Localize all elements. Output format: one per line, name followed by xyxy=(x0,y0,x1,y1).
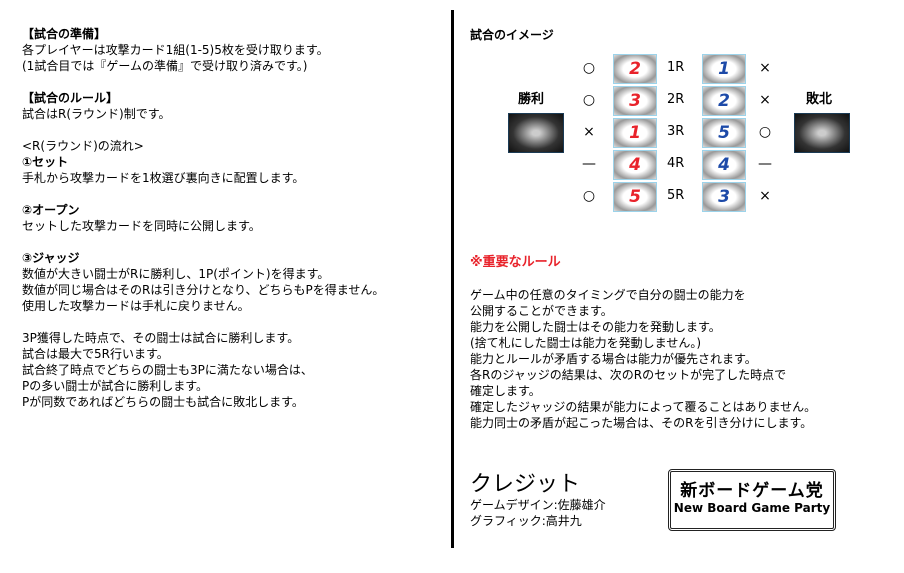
step1-title: ①セット xyxy=(22,155,69,169)
important-line: 能力とルールが矛盾する場合は能力が優先されます。 xyxy=(470,352,757,366)
important-line: 確定したジャッジの結果が能力によって覆ることはありません。 xyxy=(470,400,817,414)
step3-line: 数値が同じ場合はそのRは引き分けとなり、どちらもPを得ません。 xyxy=(22,283,385,297)
step2-title: ②オープン xyxy=(22,203,80,217)
left-attack-card: 1 xyxy=(613,118,657,148)
prep-line: 各プレイヤーは攻撃カード1組(1-5)5枚を受け取ります。 xyxy=(22,43,329,57)
important-rules: ※重要なルール ゲーム中の任意のタイミングで自分の闘士の能力を公開することができ… xyxy=(470,255,816,431)
win-line: 3P獲得した時点で、その闘士は試合に勝利します。 xyxy=(22,331,300,345)
round-row: × 1 3R 5 ○ xyxy=(575,117,775,149)
right-attack-card: 2 xyxy=(702,86,746,116)
round-row: ○ 2 1R 1 × xyxy=(575,53,775,85)
right-attack-card: 1 xyxy=(702,54,746,84)
step3-title: ③ジャッジ xyxy=(22,251,80,265)
win-line: Pが同数であればどちらの闘士も試合に敗北します。 xyxy=(22,395,304,409)
round-row: ○ 3 2R 2 × xyxy=(575,85,775,117)
rule-heading: 【試合のルール】 xyxy=(22,91,119,105)
left-attack-card: 3 xyxy=(613,86,657,116)
rules-column: 【試合の準備】 各プレイヤーは攻撃カード1組(1-5)5枚を受け取ります。 (1… xyxy=(22,26,384,410)
left-result-mark: × xyxy=(583,124,595,140)
left-attack-card: 5 xyxy=(613,182,657,212)
credits: ゲームデザイン:佐藤雄介 グラフィック:高井九 xyxy=(470,497,606,529)
prep-heading: 【試合の準備】 xyxy=(22,27,107,41)
credit-graphic: グラフィック:高井九 xyxy=(470,514,582,528)
loser-fighter-image xyxy=(794,113,850,153)
round-label: 4R xyxy=(667,156,685,171)
left-attack-card: 4 xyxy=(613,150,657,180)
right-attack-card: 4 xyxy=(702,150,746,180)
left-attack-card: 2 xyxy=(613,54,657,84)
round-label: 1R xyxy=(667,60,685,75)
left-result-mark: ○ xyxy=(582,60,596,76)
important-line: 能力を公開した闘士はその能力を発動します。 xyxy=(470,320,721,334)
left-result-mark: ○ xyxy=(582,188,596,204)
round-row: — 4 4R 4 — xyxy=(575,149,775,181)
right-result-mark: ○ xyxy=(758,124,772,140)
loser-label: 敗北 xyxy=(806,92,833,107)
round-label: 2R xyxy=(667,92,685,107)
important-line: 公開することができます。 xyxy=(470,304,613,318)
right-attack-card: 5 xyxy=(702,118,746,148)
flow-heading: <R(ラウンド)の流れ> xyxy=(22,139,144,153)
win-line: 試合終了時点でどちらの闘士も3Pに満たない場合は、 xyxy=(22,363,313,377)
step3-line: 数値が大きい闘士がRに勝利し、1P(ポイント)を得ます。 xyxy=(22,267,330,281)
column-divider xyxy=(451,10,454,548)
important-line: 能力同士の矛盾が起こった場合は、そのRを引き分けにします。 xyxy=(470,416,813,430)
important-heading: ※重要なルール xyxy=(470,255,561,270)
win-line: 試合は最大で5R行います。 xyxy=(22,347,169,361)
win-line: Pの多い闘士が試合に勝利します。 xyxy=(22,379,209,393)
round-row: ○ 5 5R 3 × xyxy=(575,181,775,213)
left-result-mark: ○ xyxy=(582,92,596,108)
logo-en: New Board Game Party xyxy=(673,501,831,515)
winner-fighter-image xyxy=(508,113,564,153)
right-result-mark: × xyxy=(759,92,771,108)
publisher-logo: 新ボードゲーム党 New Board Game Party xyxy=(668,469,836,531)
step3-line: 使用した攻撃カードは手札に戻りません。 xyxy=(22,299,250,313)
round-label: 3R xyxy=(667,124,685,139)
round-label: 5R xyxy=(667,188,685,203)
credits-title: クレジット xyxy=(470,472,581,497)
prep-line: (1試合目では『ゲームの準備』で受け取り済みです。) xyxy=(22,59,308,73)
image-title: 試合のイメージ xyxy=(470,28,554,42)
left-result-mark: — xyxy=(582,156,596,172)
important-line: 確定します。 xyxy=(470,384,541,398)
winner-label: 勝利 xyxy=(518,92,545,107)
important-line: (捨て札にした闘士は能力を発動しません。) xyxy=(470,336,702,350)
right-result-mark: × xyxy=(759,188,771,204)
important-line: 各Rのジャッジの結果は、次のRのセットが完了した時点で xyxy=(470,368,787,382)
right-result-mark: × xyxy=(759,60,771,76)
logo-jp: 新ボードゲーム党 xyxy=(680,481,824,501)
important-line: ゲーム中の任意のタイミングで自分の闘士の能力を xyxy=(470,288,746,302)
credit-design: ゲームデザイン:佐藤雄介 xyxy=(470,498,606,512)
right-result-mark: — xyxy=(758,156,772,172)
step1-text: 手札から攻撃カードを1枚選び裏向きに配置します。 xyxy=(22,171,305,185)
rule-line: 試合はR(ラウンド)制です。 xyxy=(22,107,171,121)
right-attack-card: 3 xyxy=(702,182,746,212)
step2-text: セットした攻撃カードを同時に公開します。 xyxy=(22,219,261,233)
